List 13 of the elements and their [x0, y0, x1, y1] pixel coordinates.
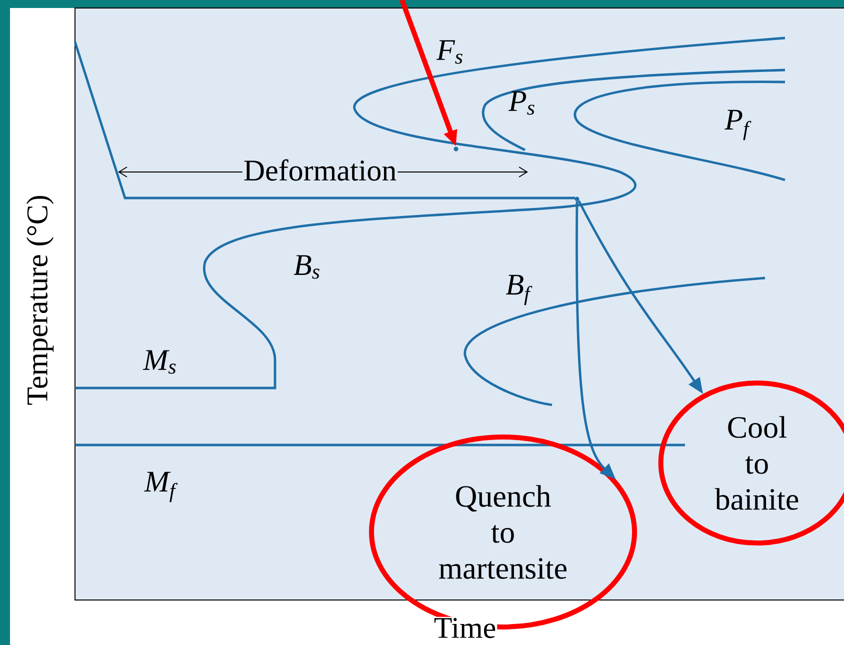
- curve-label: B$_{s}$: [294, 255, 320, 279]
- curve-label: P$_{f}$: [724, 110, 752, 140]
- curve-label: F$_{s}$: [436, 40, 462, 64]
- axis-label: Time: [432, 616, 498, 640]
- curve-point: [454, 146, 458, 152]
- axis-label: Temperature (°C): [26, 196, 54, 405]
- deformation-label: Deformation: [242, 158, 398, 182]
- curve-label: B$_{f}$: [506, 274, 532, 306]
- curve-label: M$_{f}$: [144, 472, 178, 502]
- curve-label: M$_{s}$: [142, 350, 176, 374]
- curve-point: [574, 196, 580, 202]
- circled-note: Cool to bainite: [658, 380, 844, 546]
- curve-label: P$_{s}$: [508, 91, 534, 115]
